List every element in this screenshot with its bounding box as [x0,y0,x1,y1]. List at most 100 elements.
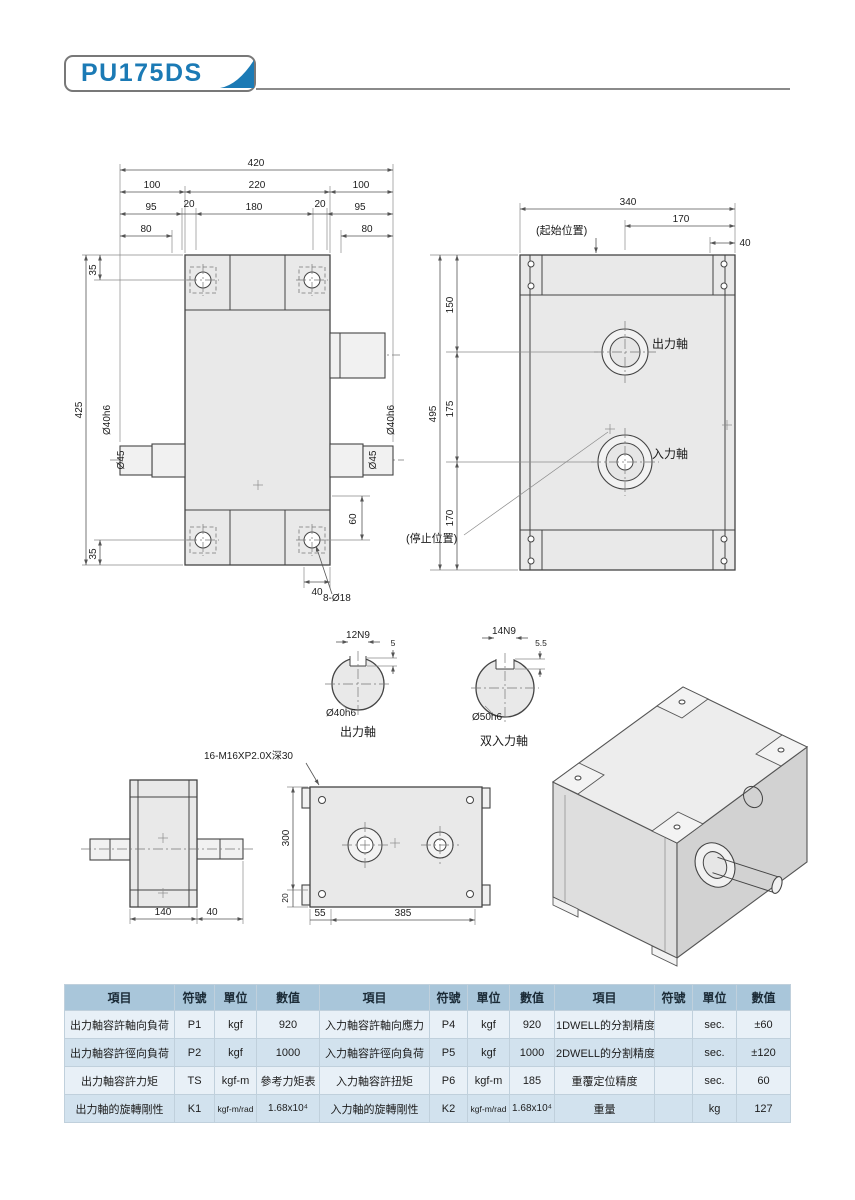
output-shaft-section: 12N9 5 Ø40h6 出力軸 [325,630,397,739]
dim-label: 80 [361,224,373,235]
col-header-item: 項目 [64,984,175,1011]
output-shaft-top [342,822,388,868]
table-cell: K2 [429,1094,468,1123]
shaft-dia-label: Ø40h6 [102,405,113,435]
keyway-label: 12N9 [346,630,370,641]
table-row: 出力軸容許力矩 TS kgf-m 參考力矩表 入力軸容許扭矩 P6 kgf-m … [64,1066,791,1095]
dim-label: 20 [183,199,195,210]
table-cell [654,1094,693,1123]
dim-label: 300 [281,829,292,846]
table-cell: ±120 [736,1038,791,1067]
dim-label: 425 [74,401,85,418]
table-cell: 入力軸的旋轉剛性 [319,1094,430,1123]
col-header-symbol: 符號 [654,984,693,1011]
side-view-dimensions: 340 170 40 495 150 175 170 (起始位置) (停止位置)… [406,197,751,571]
small-side-dimensions: 140 40 [129,861,244,924]
table-cell: TS [174,1066,215,1095]
table-header-row: 項目 符號 單位 數值 項目 符號 單位 數值 項目 符號 單位 數值 [64,984,791,1011]
table-cell: 入力軸容許徑向負荷 [319,1038,430,1067]
shaft-sections-drawing: 12N9 5 Ø40h6 出力軸 14N9 5.5 Ø50h6 双入力軸 [325,626,547,748]
dim-label: 60 [348,513,359,525]
col-header-value: 數值 [736,984,791,1011]
spec-table: 項目 符號 單位 數值 項目 符號 單位 數值 項目 符號 單位 數值 出力軸容… [64,984,791,1123]
front-view-drawing: 420 100 220 100 95 20 180 20 95 80 80 35… [74,158,404,604]
shaft-dia-label: Ø45 [116,450,127,469]
table-cell: P4 [429,1010,468,1039]
keyway-label: 14N9 [492,626,516,637]
dim-label: 100 [144,180,161,191]
table-cell: 185 [509,1066,555,1095]
isometric-view-drawing [551,686,809,967]
table-cell: 入力軸容許扭矩 [319,1066,430,1095]
stop-position-label: (停止位置) [406,531,457,545]
top-view-dimensions: 16-M16XP2.0X深30 300 20 55 385 [204,750,476,925]
table-row: 出力軸的旋轉剛性 K1 kgf-m/rad 1.68x10⁴ 入力軸的旋轉剛性 … [64,1094,791,1123]
table-cell: 出力軸容許力矩 [64,1066,175,1095]
table-cell: 出力軸容許軸向負荷 [64,1010,175,1039]
table-cell: 920 [256,1010,320,1039]
input-shaft-3d [694,842,783,894]
table-cell: 127 [736,1094,791,1123]
col-header-symbol: 符號 [429,984,468,1011]
table-cell: ±60 [736,1010,791,1039]
top-view-geometry [301,786,491,908]
mounting-hole [296,264,328,296]
model-title: PU175DS [81,59,203,87]
table-cell: kgf-m [214,1066,257,1095]
dim-label: 40 [739,238,751,249]
input-shaft-top [421,826,459,864]
table-cell: 1000 [256,1038,320,1067]
keyway-depth-label: 5 [391,638,396,648]
dim-label: 150 [445,296,456,313]
table-cell [654,1038,693,1067]
shaft-dia-label: Ø40h6 [386,405,397,435]
col-header-item: 項目 [554,984,655,1011]
dim-label: 170 [673,214,690,225]
start-position-label: (起始位置) [536,223,587,237]
table-cell [654,1066,693,1095]
input-shaft-bore [591,428,659,496]
shaft-dia-label: Ø50h6 [472,712,502,723]
header-rule [256,88,790,90]
keyway-depth-label: 5.5 [535,638,547,648]
table-cell: sec. [692,1038,737,1067]
table-cell: kgf [467,1038,510,1067]
dim-label: 175 [445,400,456,417]
col-header-symbol: 符號 [174,984,215,1011]
col-header-unit: 單位 [692,984,737,1011]
table-cell: 出力軸容許徑向負荷 [64,1038,175,1067]
table-cell: 出力軸的旋轉剛性 [64,1094,175,1123]
dim-label: 95 [145,202,157,213]
table-cell: 920 [509,1010,555,1039]
table-cell: 重量 [554,1094,655,1123]
table-cell: kg [692,1094,737,1123]
table-cell: 1DWELL的分割精度 [554,1010,655,1039]
table-cell: 1.68x10⁴ [256,1094,320,1123]
dim-label: 55 [314,908,326,919]
table-cell: 入力軸容許軸向應力 [319,1010,430,1039]
front-view-geometry [110,254,404,566]
col-header-value: 數值 [256,984,320,1011]
side-view-geometry [519,254,736,571]
dim-label: 20 [280,893,290,903]
shaft-dia-label: Ø40h6 [326,708,356,719]
table-row: 出力軸容許徑向負荷 P2 kgf 1000 入力軸容許徑向負荷 P5 kgf 1… [64,1038,791,1067]
dim-label: 80 [140,224,152,235]
shaft-dia-label: Ø45 [368,450,379,469]
col-header-item: 項目 [319,984,430,1011]
input-shaft-section: 14N9 5.5 Ø50h6 双入力軸 [471,626,547,748]
dim-label: 170 [445,509,456,526]
dim-label: 20 [314,199,326,210]
small-side-view-drawing: 140 40 [81,779,253,924]
front-view-dimensions: 420 100 220 100 95 20 180 20 95 80 80 35… [74,158,397,604]
table-cell: kgf [467,1010,510,1039]
table-cell: 60 [736,1066,791,1095]
dim-label: 35 [88,548,99,560]
dim-label: 340 [620,197,637,208]
dim-label: 180 [246,202,263,213]
table-cell: 重覆定位精度 [554,1066,655,1095]
dim-label: 495 [428,405,439,422]
col-header-unit: 單位 [214,984,257,1011]
table-cell: kgf-m/rad [467,1094,510,1123]
table-cell: sec. [692,1010,737,1039]
